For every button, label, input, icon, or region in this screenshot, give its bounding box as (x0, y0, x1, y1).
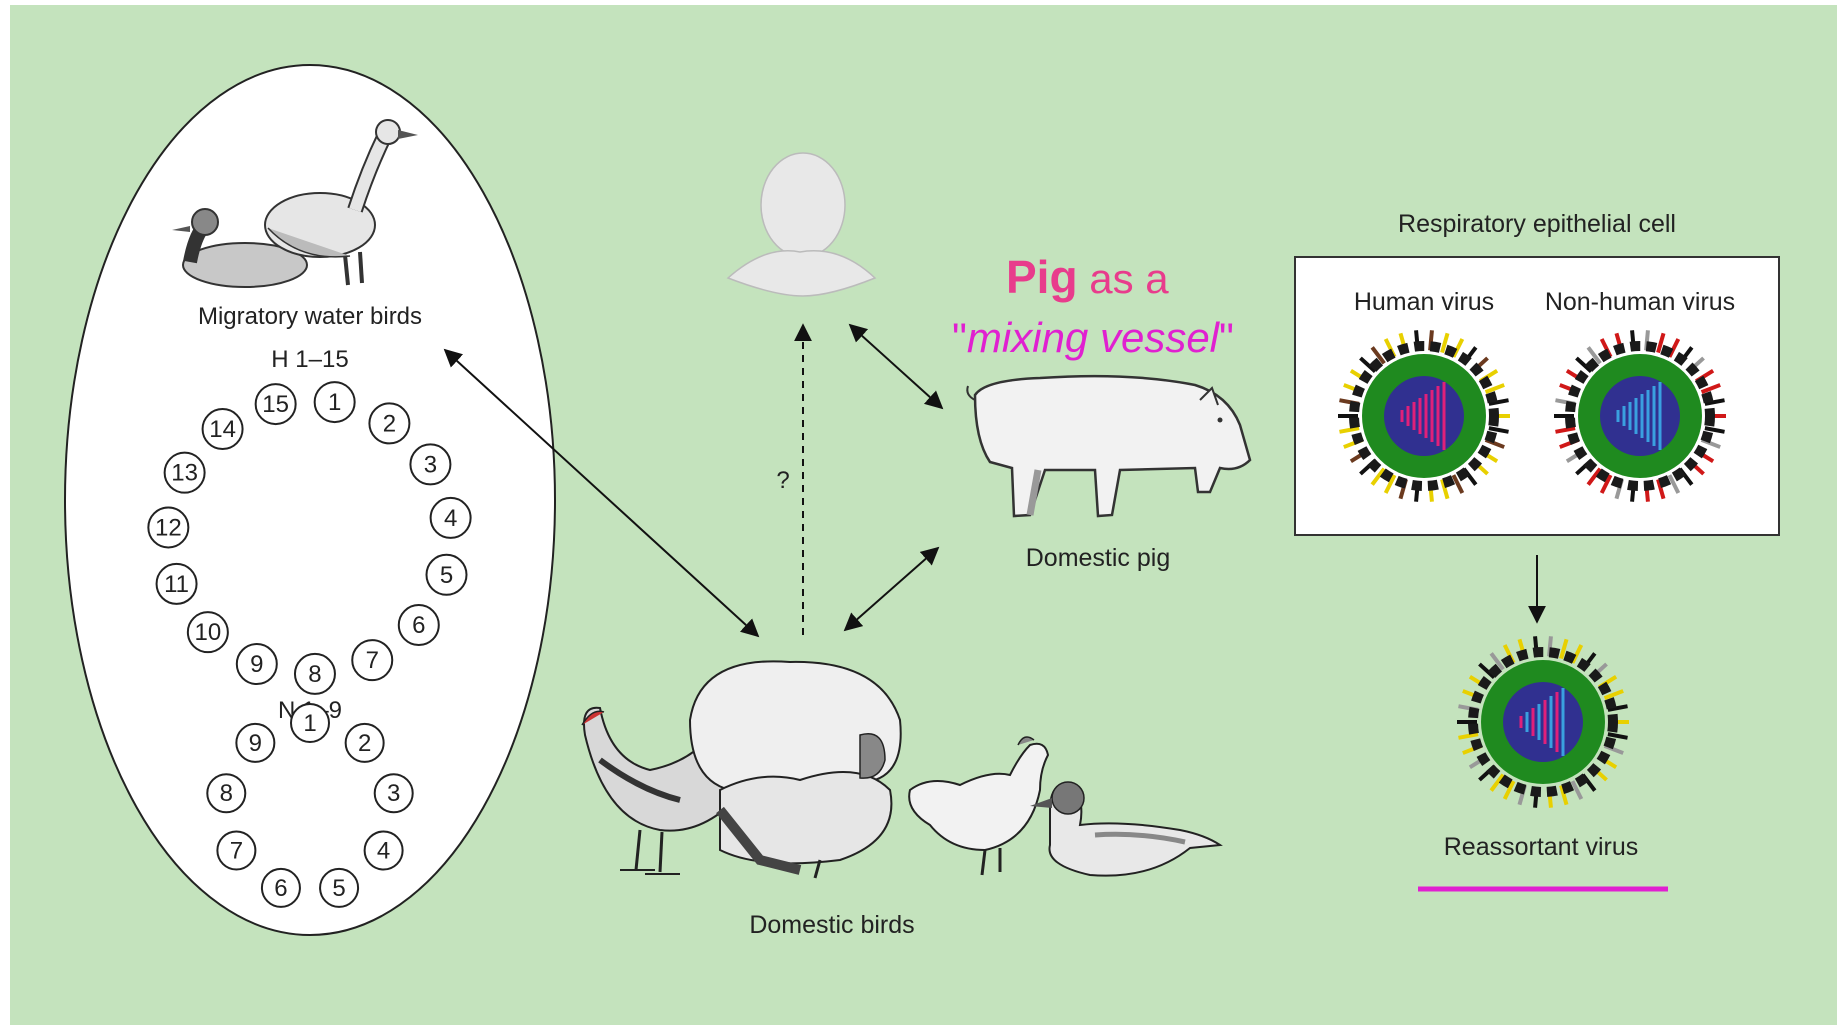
subtype-number: 5 (440, 562, 453, 589)
virus-core (1384, 376, 1464, 456)
subtype-number: 5 (332, 875, 345, 902)
subtype-number: 1 (328, 389, 341, 416)
quote-close: " (1219, 314, 1234, 361)
virus-core (1503, 682, 1583, 762)
mixing-vessel-text: mixing vessel (967, 314, 1221, 361)
migratory-birds-label: Migratory water birds (198, 303, 422, 330)
question-mark: ? (776, 467, 789, 494)
subtype-number: 6 (412, 612, 425, 639)
subtype-number: 8 (308, 661, 321, 688)
cell-title: Respiratory epithelial cell (1398, 210, 1676, 238)
subtype-number: 1 (303, 710, 316, 737)
turkey-icon (690, 661, 901, 878)
subtype-number: 13 (171, 460, 198, 487)
subtype-number: 3 (424, 451, 437, 478)
pig-word: Pig (1006, 251, 1078, 303)
subtype-number: 12 (155, 514, 182, 541)
h-range-label: H 1–15 (271, 346, 348, 373)
subtype-number: 15 (262, 391, 289, 418)
subtype-number: 2 (358, 730, 371, 757)
nonhuman-virus-label: Non-human virus (1545, 288, 1735, 316)
subtype-number: 9 (249, 730, 262, 757)
human-virus-label: Human virus (1354, 288, 1494, 316)
virus-core (1600, 376, 1680, 456)
subtype-number: 3 (387, 780, 400, 807)
subtype-number: 9 (250, 651, 263, 678)
pig-callout-line1: Pig as a (1006, 251, 1169, 303)
domestic-birds-label: Domestic birds (749, 911, 914, 939)
subtype-number: 14 (209, 416, 236, 443)
subtype-number: 11 (164, 571, 189, 598)
subtype-number: 10 (195, 619, 222, 646)
subtype-number: 6 (274, 875, 287, 902)
quote-open: " (952, 314, 967, 361)
reassortant-label: Reassortant virus (1444, 833, 1639, 861)
subtype-number: 2 (383, 410, 396, 437)
subtype-number: 7 (230, 838, 243, 865)
subtype-number: 4 (377, 838, 390, 865)
subtype-number: 7 (366, 647, 379, 674)
subtype-number: 8 (220, 780, 233, 807)
pig-callout-line2: "mixing vessel" (952, 314, 1234, 361)
subtype-number: 4 (444, 505, 457, 532)
as-a-text: as a (1078, 255, 1170, 302)
domestic-pig-label: Domestic pig (1026, 544, 1171, 572)
